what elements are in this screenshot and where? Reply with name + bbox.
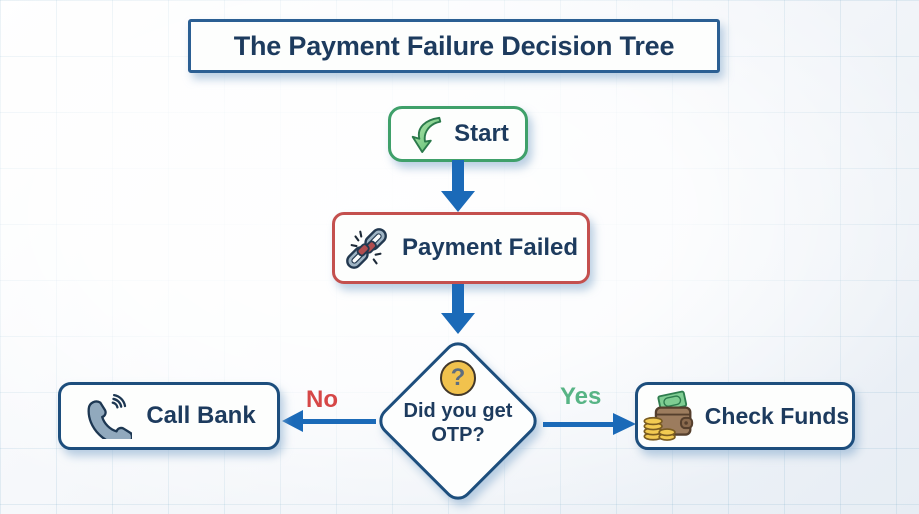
node-decision-label: Did you get OTP? xyxy=(403,400,513,446)
node-check-funds: Check Funds xyxy=(635,382,855,450)
node-check-funds-label: Check Funds xyxy=(704,402,850,429)
edge-yes-arrowhead xyxy=(613,413,636,435)
edge-yes-label: Yes xyxy=(560,383,602,410)
arrow-failed-to-decision-shaft xyxy=(452,284,464,314)
diagram-title: The Payment Failure Decision Tree xyxy=(188,19,720,73)
edge-no-line xyxy=(300,419,376,424)
edge-yes-line xyxy=(543,422,615,427)
wallet-icon xyxy=(643,390,693,441)
edge-no-label: No xyxy=(306,386,338,413)
question-mark-glyph: ? xyxy=(450,364,466,391)
node-call-bank-label: Call Bank xyxy=(146,402,256,429)
broken-chain-icon xyxy=(346,228,387,269)
node-start-label: Start xyxy=(454,120,509,147)
node-payment-failed-label: Payment Failed xyxy=(401,234,579,261)
arrow-start-to-failed-head xyxy=(441,191,475,212)
arrow-start-to-failed-shaft xyxy=(452,160,464,193)
diagram-title-text: The Payment Failure Decision Tree xyxy=(233,30,675,61)
node-call-bank: Call Bank xyxy=(58,382,280,450)
edge-no-arrowhead xyxy=(282,410,303,432)
question-mark-icon: ? xyxy=(440,360,476,396)
node-start: Start xyxy=(388,106,528,162)
arrow-failed-to-decision-head xyxy=(441,313,475,334)
phone-icon xyxy=(87,393,133,439)
node-payment-failed: Payment Failed xyxy=(332,212,590,284)
node-decision-content: ? Did you get OTP? xyxy=(388,360,528,447)
curved-down-arrow-icon xyxy=(411,116,442,153)
